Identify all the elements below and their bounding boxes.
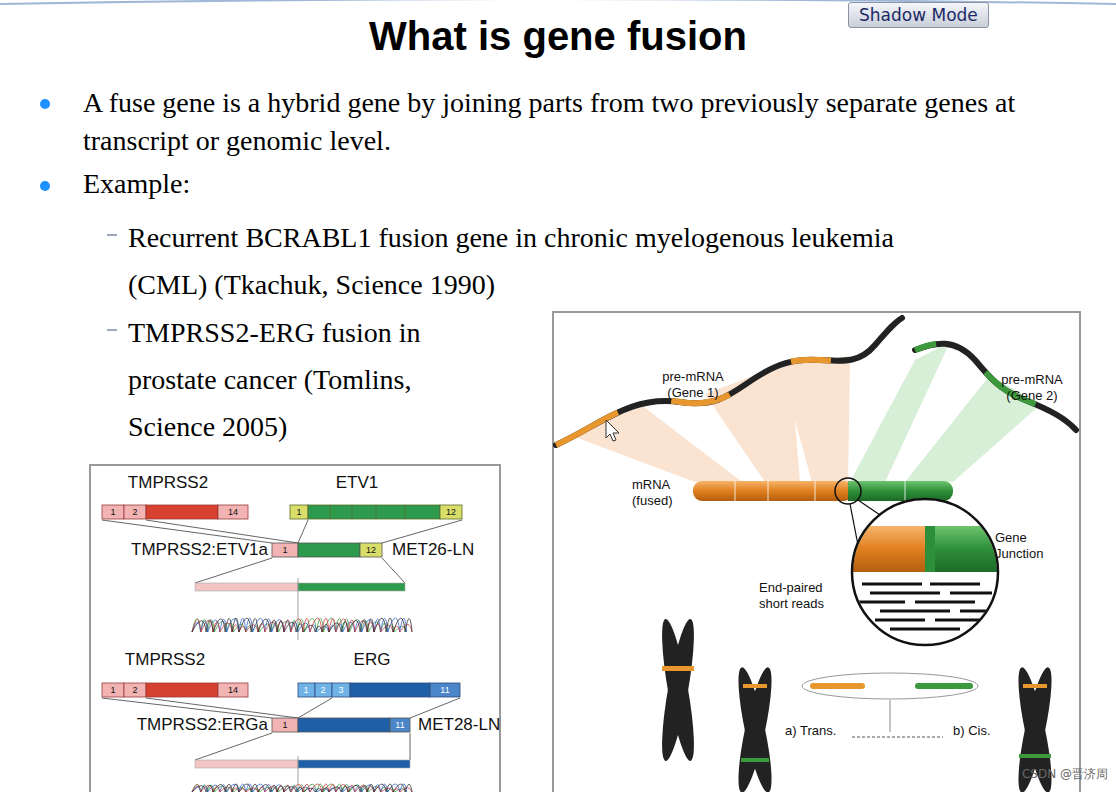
watermark: CSDN @晋济周 [1022, 766, 1108, 783]
exon-number: 1 [282, 545, 287, 555]
chromatogram-trace [192, 784, 412, 792]
exon-number: 1 [110, 685, 115, 695]
exon-number: 1 [296, 507, 301, 517]
figure-label: a) Trans. [785, 723, 836, 738]
exon-number: 2 [320, 685, 325, 695]
figure-label: b) Cis. [953, 723, 991, 738]
exon-number: 14 [228, 507, 238, 517]
figure-label: pre-mRNA (Gene 1) [653, 369, 733, 401]
bullet-text: A fuse gene is a hybrid gene by joining … [83, 84, 1043, 160]
exon-number: 2 [132, 507, 137, 517]
fusion-name: TMPRSS2:ERGa [137, 715, 268, 735]
chromatogram-trace [192, 618, 412, 632]
gene-name: TMPRSS2 [125, 650, 205, 670]
figure-label: mRNA (fused) [632, 477, 688, 509]
exon-number: 3 [338, 685, 343, 695]
exon-number: 12 [446, 507, 456, 517]
exon-number: 11 [395, 720, 404, 730]
bullet-text: Example: [83, 168, 383, 200]
gene-name: TMPRSS2 [128, 473, 208, 493]
exon-number: 14 [228, 685, 238, 695]
gene-name: ETV1 [336, 473, 379, 493]
slide-title: What is gene fusion [369, 14, 747, 59]
figure-label: pre-mRNA (Gene 2) [992, 372, 1072, 404]
exon-number: 12 [366, 545, 376, 555]
figure-label: Gene Junction [995, 530, 1063, 562]
sample-name: MET26-LN [392, 540, 474, 560]
exon-number: 11 [440, 685, 449, 695]
exon-number: 2 [132, 685, 137, 695]
exon-number: 1 [303, 685, 308, 695]
mode-button: Shadow Mode [848, 2, 989, 28]
button-label: Shadow Mode [859, 5, 978, 25]
exon-number: 1 [110, 507, 115, 517]
gene-name: ERG [354, 650, 391, 670]
chromatogram-trace [192, 618, 412, 632]
sub-bullet-text: TMPRSS2-ERG fusion in prostate cancer (T… [128, 309, 473, 450]
figure-label: End-paired short reads [759, 580, 845, 612]
fusion-name: TMPRSS2:ETV1a [131, 540, 268, 560]
sub-bullet-text: Recurrent BCRABL1 fusion gene in chronic… [128, 214, 898, 308]
chromatogram-trace [192, 784, 412, 792]
exon-number: 1 [282, 720, 287, 730]
sample-name: MET28-LN [418, 715, 500, 735]
